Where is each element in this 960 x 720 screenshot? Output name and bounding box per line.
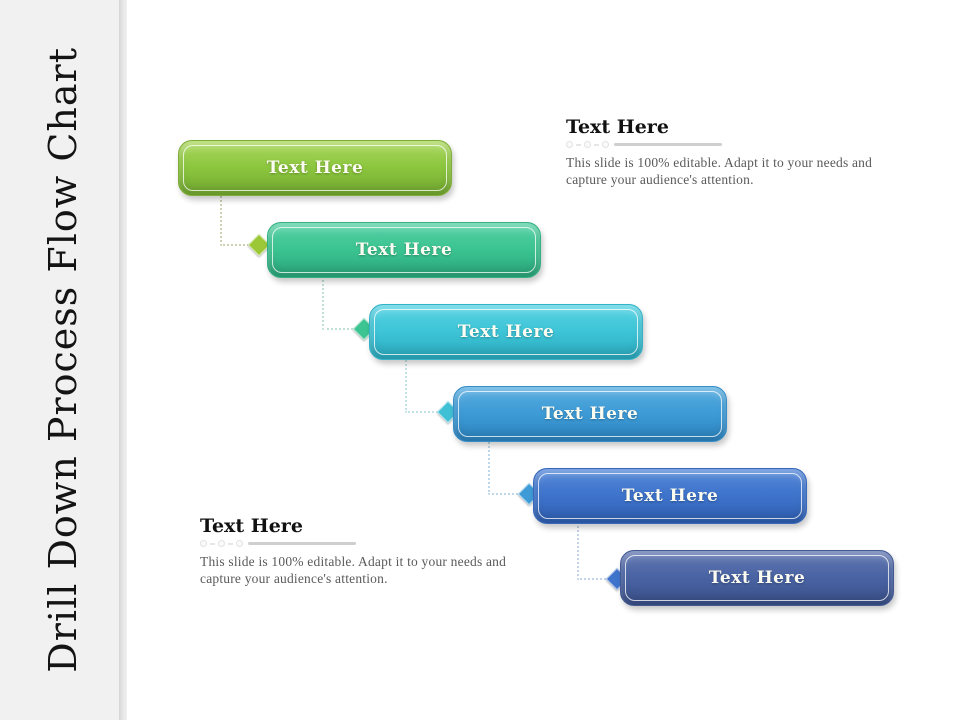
deco-dot [236, 540, 243, 548]
callout-body-line: This slide is 100% editable. Adapt it to… [200, 553, 507, 569]
sidebar-divider [119, 0, 127, 720]
connector-elbow-1 [220, 193, 260, 246]
deco-dot [584, 141, 591, 149]
deco-dash [210, 542, 215, 545]
flow-step-3: Text Here [369, 304, 643, 360]
deco-dash [228, 542, 233, 545]
flow-step-4: Text Here [453, 386, 727, 442]
flow-step-label: Text Here [621, 486, 719, 506]
connector-elbow-4 [488, 439, 530, 495]
deco-bar [614, 143, 722, 147]
callout-top: Text Here This slide is 100% editable. A… [566, 117, 888, 189]
flow-step-label: Text Here [457, 322, 555, 342]
flow-step-1: Text Here [178, 140, 452, 196]
flow-step-label: Text Here [355, 240, 453, 260]
callout-body-line: This slide is 100% editable. Adapt it to… [566, 154, 873, 170]
slide-title-wrap: Drill Down Process Flow Chart [0, 0, 125, 720]
deco-dot [200, 540, 207, 548]
callout-heading: Text Here [566, 116, 669, 138]
deco-dash [594, 143, 599, 146]
sidebar [0, 0, 119, 720]
slide-title: Drill Down Process Flow Chart [40, 47, 85, 673]
flow-step-label: Text Here [541, 404, 639, 424]
callout-bottom: Text Here This slide is 100% editable. A… [200, 516, 522, 588]
deco-dot [218, 540, 225, 548]
deco-dash [576, 143, 581, 146]
flow-step-label: Text Here [708, 568, 806, 588]
heading-underline-decoration [200, 540, 522, 548]
flow-step-5: Text Here [533, 468, 807, 524]
callout-heading: Text Here [200, 515, 303, 537]
connector-elbow-5 [577, 521, 618, 580]
deco-bar [248, 542, 356, 546]
deco-dot [566, 141, 573, 149]
flow-step-6: Text Here [620, 550, 894, 606]
callout-body-line: capture your audience's attention. [566, 171, 754, 187]
deco-dot [602, 141, 609, 149]
flow-step-label: Text Here [266, 158, 364, 178]
connector-elbow-2 [322, 275, 365, 330]
callout-body-line: capture your audience's attention. [200, 570, 388, 586]
connector-elbow-3 [405, 357, 449, 413]
flow-step-2: Text Here [267, 222, 541, 278]
heading-underline-decoration [566, 141, 888, 149]
